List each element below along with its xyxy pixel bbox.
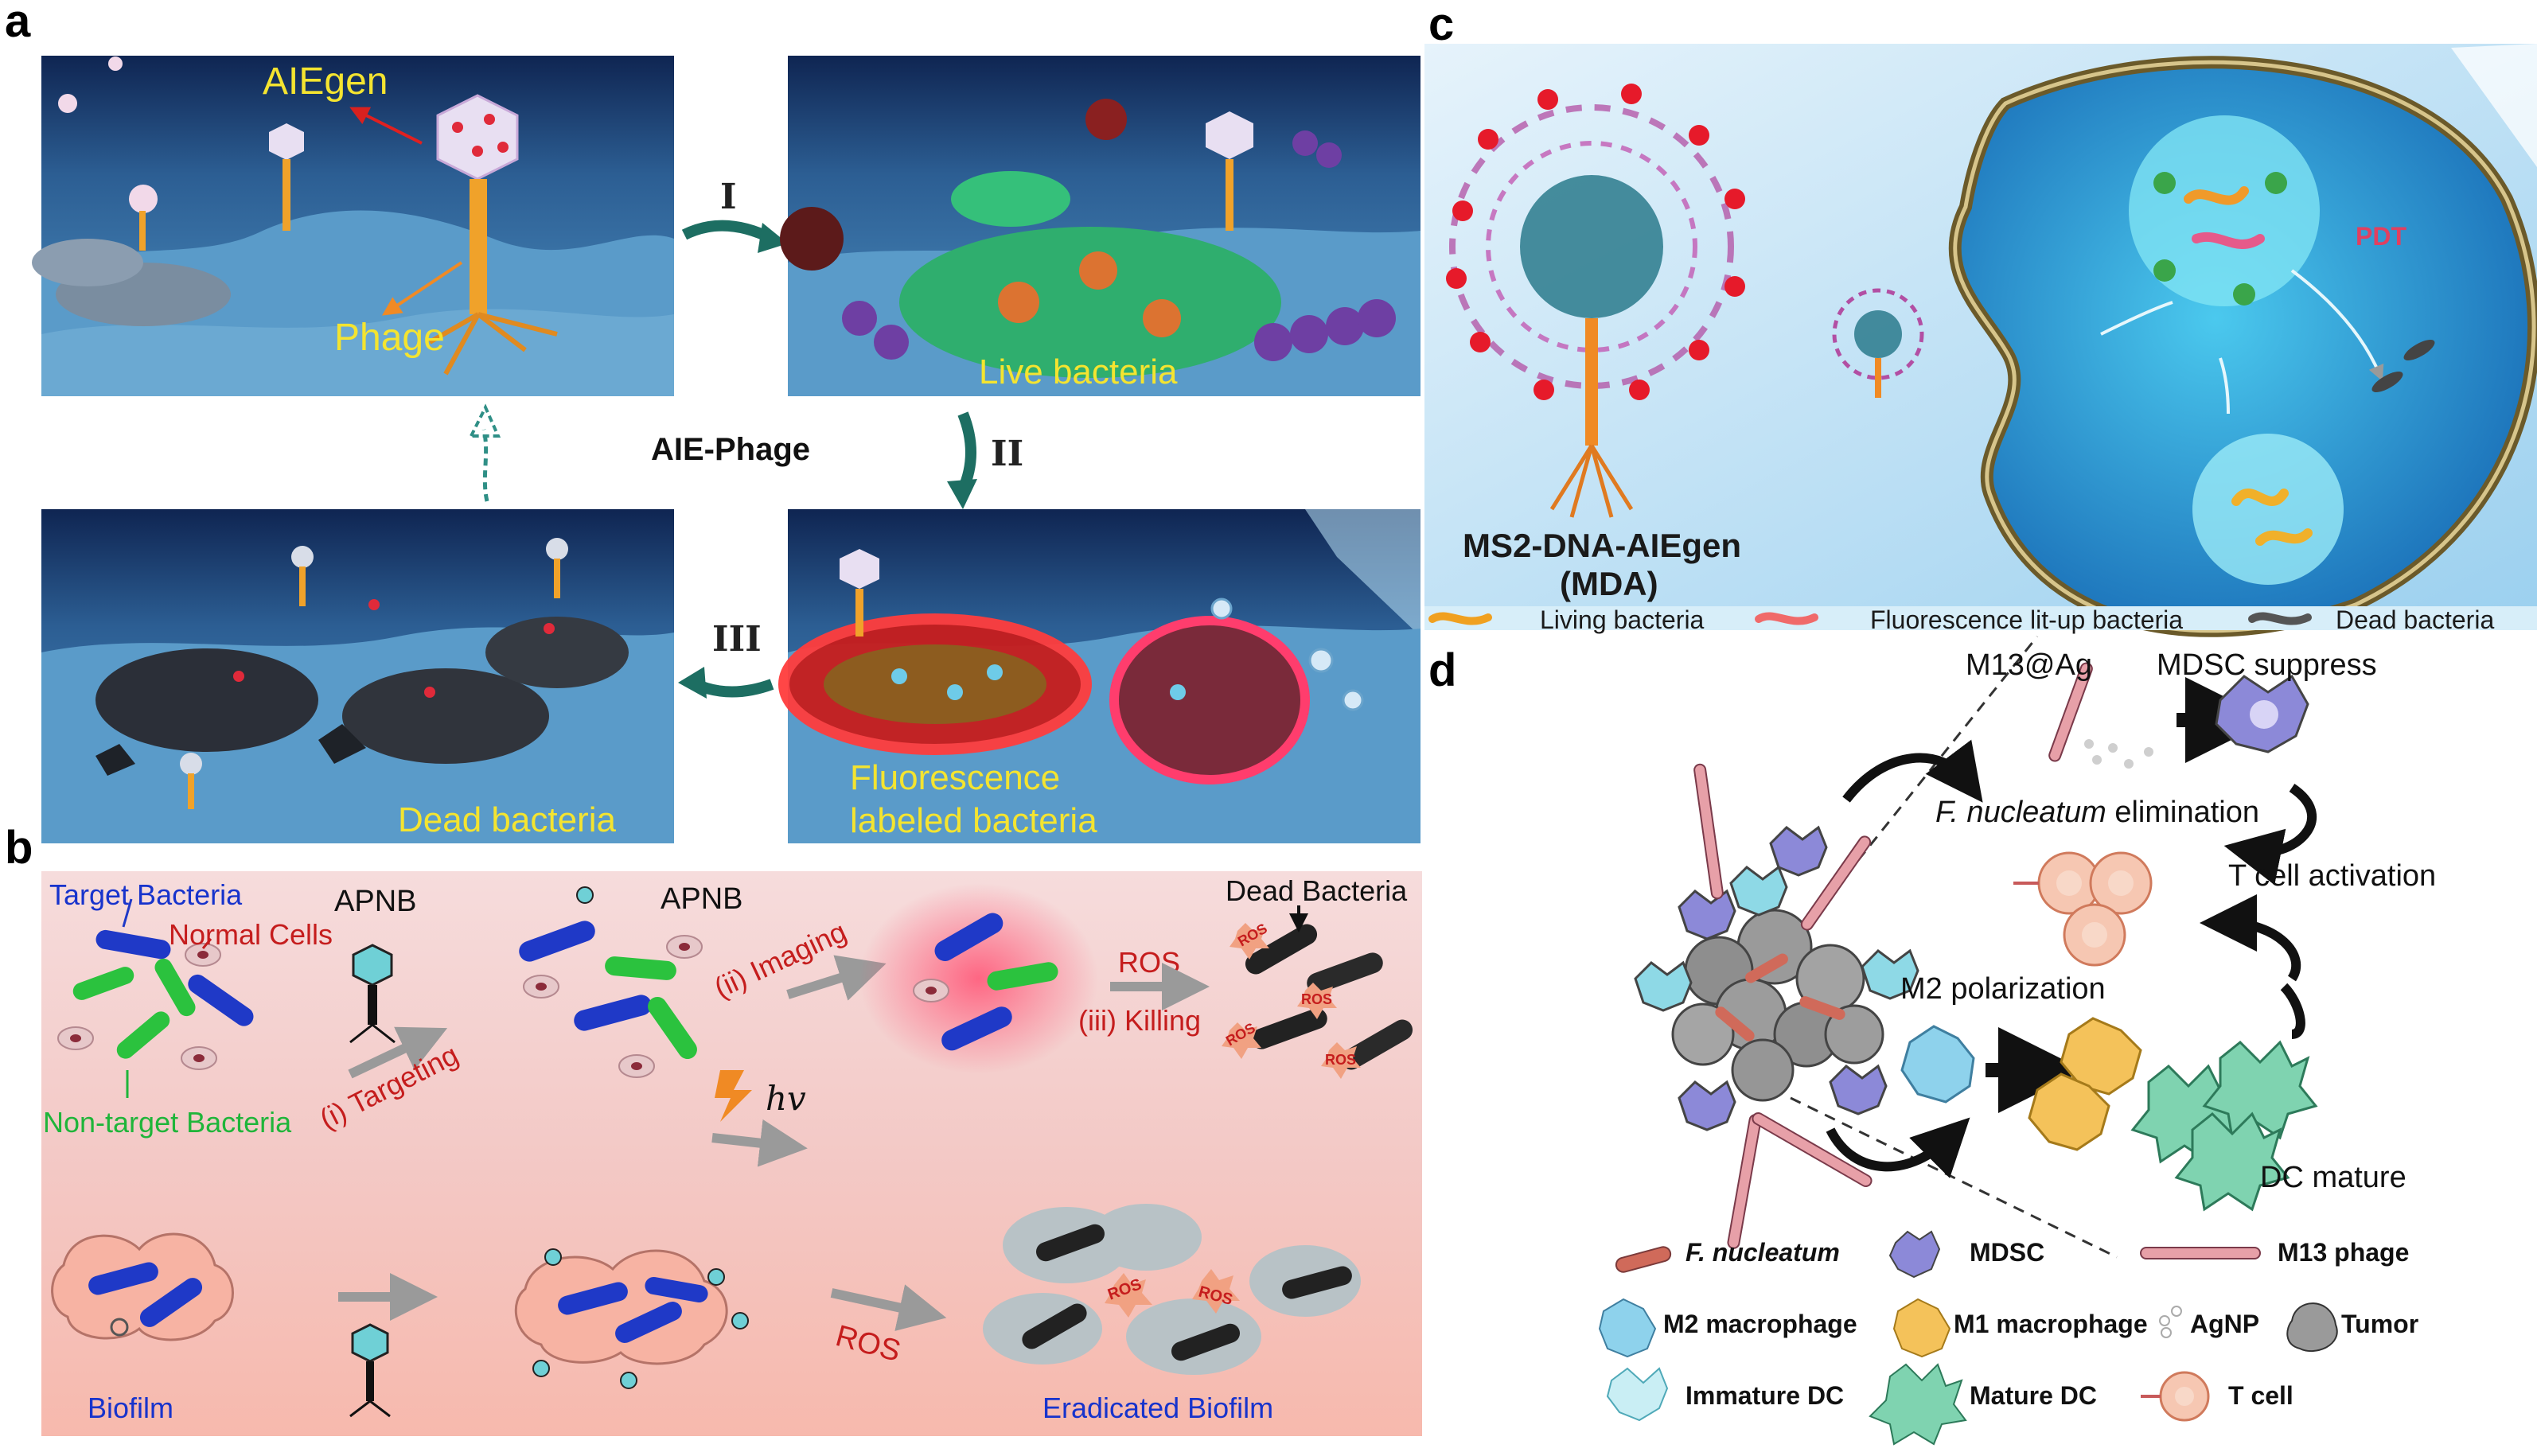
panel-a-letter: a bbox=[5, 0, 31, 47]
label-live-bacteria: Live bacteria bbox=[979, 352, 1178, 391]
legend-d-mature-dc: Mature DC bbox=[1970, 1381, 2097, 1410]
tumor-cluster bbox=[1671, 909, 1884, 1102]
arrow-step-1: I bbox=[681, 177, 788, 253]
scene-dead-bacteria: Dead bacteria bbox=[41, 509, 674, 843]
legend-d-mdsc: MDSC bbox=[1970, 1238, 2044, 1267]
legend-d-m2-macrophage: M2 macrophage bbox=[1663, 1310, 1857, 1338]
label-pdt: PDT bbox=[2356, 222, 2406, 251]
label-non-target: Non-target Bacteria bbox=[43, 1106, 292, 1139]
label-m2-polarization: M2 polarization bbox=[1900, 972, 2106, 1006]
panel-c: c MS2-DNA-AIEgen (MDA) bbox=[1424, 0, 2537, 637]
label-mda-line1: MS2-DNA-AIEgen bbox=[1463, 527, 1741, 564]
label-dead-bacteria: Dead bacteria bbox=[398, 800, 616, 839]
label-killing: (iii) Killing bbox=[1078, 1004, 1201, 1037]
label-ros-top: ROS bbox=[1118, 946, 1180, 979]
biofilm bbox=[51, 1232, 234, 1341]
label-apnb-1: APNB bbox=[334, 885, 416, 918]
label-phage: Phage bbox=[334, 317, 445, 359]
bacteria-targeted bbox=[519, 886, 703, 1078]
dashed-return-arrow bbox=[468, 403, 501, 502]
panel-d-legend: F. nucleatum MDSC M13 phage M2 macrophag… bbox=[1598, 1230, 2418, 1446]
legend-d-f-nucleatum: F. nucleatum bbox=[1685, 1238, 1840, 1267]
label-mda-line2: (MDA) bbox=[1560, 565, 1658, 602]
step-2-label: II bbox=[991, 434, 1023, 474]
small-phage-icon bbox=[58, 56, 304, 251]
panel-c-letter: c bbox=[1428, 0, 1454, 50]
legend-dead-bacteria: Dead bacteria bbox=[2336, 605, 2494, 634]
mda-nanoparticle bbox=[1446, 84, 1745, 518]
label-hv: hv bbox=[766, 1079, 806, 1118]
bacteria-imaging bbox=[859, 883, 1098, 1074]
mdsc-cell-icon bbox=[2215, 674, 2309, 753]
surrounding-immune-cells bbox=[1634, 825, 1919, 1131]
dead-bacteria-cluster bbox=[1222, 923, 1413, 1079]
m2-to-m1 bbox=[1900, 1017, 2142, 1151]
scene-fluorescence-labeled: Fluorescence labeled bacteria bbox=[778, 509, 1420, 843]
phage-icon bbox=[428, 94, 558, 376]
t-cell-group bbox=[2013, 851, 2153, 967]
legend-fluorescence-bacteria: Fluorescence lit-up bacteria bbox=[1870, 605, 2183, 634]
label-fn-rest: elimination bbox=[2106, 796, 2259, 829]
apnb-phage-icon-bottom bbox=[349, 1323, 391, 1418]
legend-d-t-cell: T cell bbox=[2228, 1381, 2293, 1410]
panel-b: b Target Bacteria Normal Cells Non-targe… bbox=[5, 822, 1422, 1436]
host-cell bbox=[1948, 56, 2537, 637]
panel-c-legend: Living bacteria Fluorescence lit-up bact… bbox=[1424, 605, 2537, 634]
biofilm-targeted bbox=[514, 1248, 749, 1389]
label-aiegen: AIEgen bbox=[263, 60, 388, 103]
label-dc-mature: DC mature bbox=[2260, 1161, 2406, 1194]
scene-live-bacteria: Live bacteria bbox=[780, 56, 1420, 396]
step-3-label: III bbox=[712, 619, 762, 660]
bacteria-mixture bbox=[57, 929, 254, 1070]
m13-phage-icon bbox=[1693, 662, 2093, 1249]
legend-d-m1-macrophage: M1 macrophage bbox=[1954, 1310, 2148, 1338]
label-t-cell-activation: T cell activation bbox=[2228, 859, 2436, 893]
ros-badge-4: ROS bbox=[1325, 1052, 1356, 1068]
legend-d-immature-dc: Immature DC bbox=[1685, 1381, 1844, 1410]
mature-dc-group bbox=[2130, 1040, 2318, 1212]
label-dead-bacteria-b: Dead Bacteria bbox=[1226, 874, 1408, 907]
agnp-dots bbox=[2084, 739, 2153, 769]
legend-d-agnp: AgNP bbox=[2190, 1310, 2259, 1338]
panel-d-letter: d bbox=[1428, 644, 1456, 696]
label-eradicated: Eradicated Biofilm bbox=[1042, 1392, 1273, 1424]
panel-a: a bbox=[5, 0, 1420, 843]
label-apnb-2: APNB bbox=[661, 882, 742, 916]
mda-small bbox=[1832, 288, 1924, 398]
label-target-bacteria: Target Bacteria bbox=[49, 878, 243, 911]
label-biofilm: Biofilm bbox=[88, 1392, 173, 1424]
ros-badge-2: ROS bbox=[1301, 991, 1332, 1007]
arrow-step-2: II bbox=[947, 411, 1023, 509]
legend-d-tumor: Tumor bbox=[2341, 1310, 2418, 1338]
eradicated-biofilm bbox=[983, 1204, 1361, 1375]
label-aie-phage: AIE-Phage bbox=[651, 432, 810, 467]
legend-d-m13-phage: M13 phage bbox=[2278, 1238, 2409, 1267]
apnb-phage-icon bbox=[349, 944, 396, 1044]
label-fluorescence-line2: labeled bacteria bbox=[850, 801, 1097, 840]
arrow-step-3: III bbox=[678, 619, 774, 699]
label-fn-italic: F. nucleatum bbox=[1935, 796, 2106, 829]
panel-b-letter: b bbox=[5, 822, 33, 874]
label-mdsc-suppress: MDSC suppress bbox=[2157, 648, 2377, 682]
legend-living-bacteria: Living bacteria bbox=[1540, 605, 1705, 634]
panel-d: d bbox=[1428, 636, 2436, 1446]
label-fn-elimination: F. nucleatum elimination bbox=[1935, 796, 2259, 829]
label-fluorescence-line1: Fluorescence bbox=[850, 758, 1060, 797]
label-normal-cells: Normal Cells bbox=[169, 918, 333, 951]
lightning-icon bbox=[715, 1070, 752, 1122]
scene-phage-attach: AIEgen Phage bbox=[32, 56, 674, 396]
label-m13ag: M13@Ag bbox=[1966, 648, 2092, 682]
step-1-label: I bbox=[720, 177, 737, 217]
